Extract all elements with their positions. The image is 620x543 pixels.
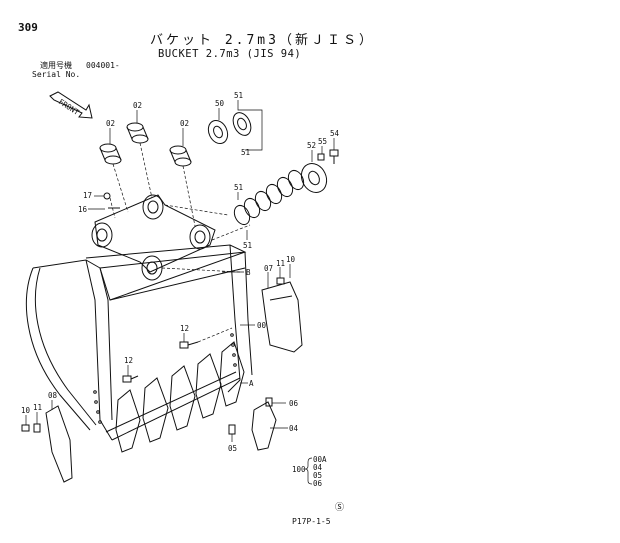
- shim-51-top: [232, 100, 263, 151]
- tooth-04: [251, 401, 288, 451]
- serial-label-japanese: 適用号機: [40, 61, 72, 70]
- assembly-group: 100 00A 04 05 06: [292, 455, 327, 488]
- pin-05: [228, 424, 236, 442]
- assembly-item: 05: [313, 471, 322, 480]
- callout-05: 05: [228, 444, 237, 453]
- callout-54: 54: [330, 129, 340, 138]
- ring-50: [207, 108, 229, 145]
- callout-17: 17: [83, 191, 92, 200]
- callout-51: 51: [234, 183, 243, 192]
- callout-02: 02: [180, 119, 189, 128]
- bolt-55: [317, 146, 325, 161]
- callout-51: 51: [234, 91, 243, 100]
- callout-00: 00: [257, 321, 267, 330]
- bolt-12-lower: [122, 365, 139, 383]
- callout-A: A: [249, 379, 254, 388]
- bushing-02-middle: [126, 110, 153, 199]
- shim-stack-51: [233, 169, 305, 240]
- assembly-item: 00A: [313, 455, 327, 464]
- callout-B: B: [246, 268, 251, 277]
- callout-51: 51: [243, 241, 252, 250]
- front-arrow-icon: FRONT: [49, 91, 93, 119]
- side-cutter-07: [261, 272, 303, 353]
- callout-11: 11: [33, 403, 42, 412]
- callout-51: 51: [241, 148, 250, 157]
- callout-08: 08: [48, 391, 58, 400]
- callout-12: 12: [124, 356, 133, 365]
- callout-10: 10: [21, 406, 31, 415]
- bucket-body: [25, 194, 253, 441]
- callout-02: 02: [106, 119, 115, 128]
- bucket-teeth: [115, 341, 245, 453]
- callout-16: 16: [78, 205, 88, 214]
- nut-10-11-right: [276, 264, 291, 285]
- page-number: 309: [18, 21, 38, 34]
- front-arrow-label: FRONT: [57, 97, 81, 117]
- bolt-12-upper: [179, 327, 233, 349]
- assembly-prefix: 100: [292, 465, 306, 474]
- pin-06: [265, 397, 286, 407]
- assembly-item: 04: [313, 463, 323, 472]
- copyright-mark: Ⓢ: [335, 503, 345, 513]
- callout-07: 07: [264, 264, 273, 273]
- nut-10-11-left: [21, 412, 41, 433]
- plate-52: [300, 150, 328, 194]
- lock-pin-16-17: [88, 192, 120, 219]
- diagram-title-japanese: バケット 2.7m3（新ＪＩＳ）: [150, 33, 375, 48]
- serial-code: 004001-: [86, 61, 120, 70]
- side-cutter-08: [45, 400, 73, 483]
- bushing-02-right: [169, 128, 196, 227]
- callout-12: 12: [180, 324, 189, 333]
- bushing-02-left: [99, 128, 129, 213]
- callout-06: 06: [289, 399, 299, 408]
- callout-11: 11: [276, 259, 285, 268]
- bolt-54: [329, 138, 339, 164]
- callout-04: 04: [289, 424, 299, 433]
- callout-02: 02: [133, 101, 142, 110]
- diagram-title-english: BUCKET 2.7m3 (JIS 94): [158, 48, 302, 60]
- assembly-item: 06: [313, 479, 323, 488]
- callout-52: 52: [307, 141, 316, 150]
- callout-10: 10: [286, 255, 296, 264]
- callout-50: 50: [215, 99, 225, 108]
- callout-55: 55: [318, 137, 327, 146]
- serial-label-english: Serial No.: [32, 70, 81, 79]
- figure-code: P17P-1-5: [292, 517, 331, 526]
